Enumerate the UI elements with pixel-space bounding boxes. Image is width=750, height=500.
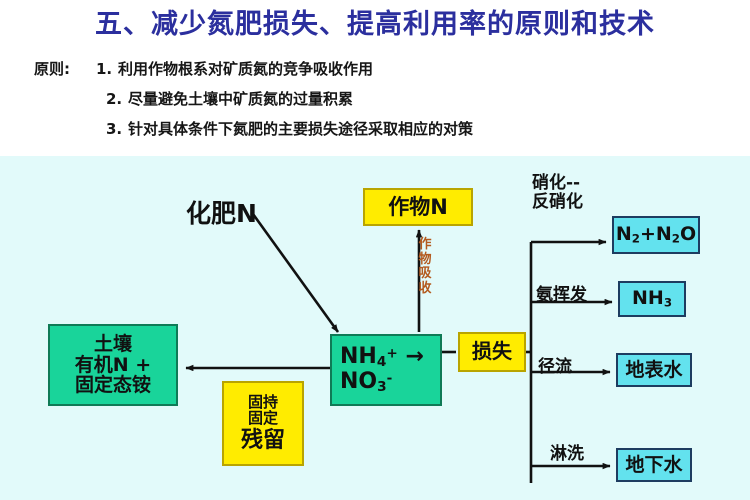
label-ammonia-volatilization: 氨挥发 (536, 285, 587, 305)
box-mineral-nitrogen-line1: NH4+ → (340, 344, 424, 371)
box-residual-line2: 固定 (247, 409, 278, 428)
label-fertilizer-n: 化肥N (186, 199, 257, 228)
box-nh3-label: NH3 (632, 287, 672, 310)
label-nitrification-denitrification: 硝化-- 反硝化 (532, 173, 583, 213)
box-crop-n-label: 作物N (388, 194, 448, 219)
label-nitrification-line2: 反硝化 (532, 192, 583, 213)
label-nitrification-line1: 硝化-- (532, 173, 581, 193)
principle-text-2: 尽量避免土壤中矿质氮的过量积累 (128, 90, 354, 108)
principles-label: 原则: (34, 60, 70, 78)
principle-number-3: 3. (106, 120, 123, 138)
label-crop-uptake: 作物吸收 (418, 237, 432, 296)
box-ground-water-label: 地下水 (625, 453, 683, 476)
principle-text-1: 利用作物根系对矿质氮的竞争吸收作用 (118, 60, 374, 78)
principle-number-1: 1. (96, 60, 113, 78)
box-soil-line2: 有机N + (74, 353, 152, 376)
box-loss: 损失 (458, 332, 526, 372)
box-residual-line3: 残留 (240, 428, 285, 454)
principle-item-1: 1. 利用作物根系对矿质氮的竞争吸收作用 (96, 58, 373, 79)
principles-block: 原则: 1. 利用作物根系对矿质氮的竞争吸收作用 2. 尽量避免土壤中矿质氮的过量积… (0, 52, 750, 152)
box-soil: 土壤 有机N + 固定态铵 (48, 324, 178, 406)
box-soil-line3: 固定态铵 (74, 374, 151, 397)
box-n2-n2o-label: N2+N2O (615, 223, 697, 246)
box-mineral-nitrogen-line2: NO3- (340, 369, 393, 395)
principle-number-2: 2. (106, 90, 123, 108)
box-nh3: NH3 (618, 281, 686, 317)
box-n2-n2o: N2+N2O (612, 216, 700, 254)
nitrogen-cycle-diagram: 化肥N 硝化-- 反硝化 氨挥发 径流 淋洗 作物吸收 土壤 有机N + 固定态… (0, 156, 750, 500)
box-surface-water: 地表水 (616, 353, 692, 387)
box-mineral-nitrogen: NH4+ → NO3- (330, 334, 442, 406)
diagram-connectors (185, 213, 613, 483)
box-residual-line1: 固持 (247, 392, 278, 411)
principle-item-2: 2. 尽量避免土壤中矿质氮的过量积累 (106, 88, 353, 109)
page-title: 五、减少氮肥损失、提高利用率的原则和技术 (95, 9, 655, 40)
principle-text-3: 针对具体条件下氮肥的主要损失途径采取相应的对策 (128, 120, 474, 138)
box-residual: 固持 固定 残留 (222, 381, 304, 466)
principle-item-3: 3. 针对具体条件下氮肥的主要损失途径采取相应的对策 (106, 118, 473, 139)
box-loss-label: 损失 (472, 339, 512, 364)
box-crop-n: 作物N (363, 188, 473, 226)
label-leaching: 淋洗 (550, 444, 584, 464)
box-ground-water: 地下水 (616, 448, 692, 482)
box-soil-line1: 土壤 (93, 333, 132, 356)
box-surface-water-label: 地表水 (625, 358, 683, 381)
label-runoff: 径流 (538, 357, 572, 377)
